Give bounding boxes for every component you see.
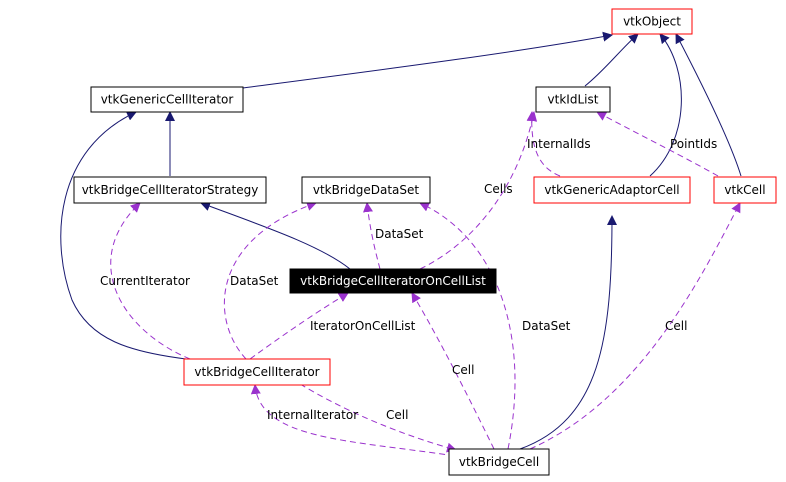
edge-bridge-cell-cell-right xyxy=(529,202,741,450)
class-label: vtkBridgeCellIterator xyxy=(194,365,319,379)
edge-id-list-to-vtk-object xyxy=(584,33,639,87)
edge-label-data-set-right: DataSet xyxy=(522,319,571,333)
class-node-vtk-cell[interactable]: vtkCell xyxy=(713,176,777,204)
edge-on-cell-list-to-strategy xyxy=(200,201,351,270)
edge-bridge-cell-data-set xyxy=(419,202,516,450)
class-label: vtkCell xyxy=(724,183,765,197)
inheritance-edges xyxy=(60,31,742,450)
edge-bridge-cell-iterator-to-generic-cell-iterator xyxy=(60,111,187,360)
edge-label-iterator-on-cell-list: IteratorOnCellList xyxy=(310,319,416,333)
edge-on-cell-list-data-set xyxy=(363,202,381,270)
edge-bridge-cell-to-generic-adaptor-cell xyxy=(519,215,617,450)
edge-label-point-ids: PointIds xyxy=(670,137,717,151)
class-label: vtkBridgeCell xyxy=(459,455,539,469)
class-node-vtk-bridge-cell-iterator-on-cell-list[interactable]: vtkBridgeCellIteratorOnCellList xyxy=(289,268,497,294)
class-node-vtk-generic-cell-iterator[interactable]: vtkGenericCellIterator xyxy=(90,86,244,113)
edge-generic-adaptor-cell-to-vtk-object xyxy=(649,33,682,177)
edge-iterator-on-cell-list xyxy=(249,292,349,360)
edge-cells xyxy=(419,111,538,270)
edge-bridge-cell-iterator-data-set xyxy=(223,201,317,360)
edge-internal-iterator xyxy=(250,384,456,457)
class-node-vtk-generic-adaptor-cell[interactable]: vtkGenericAdaptorCell xyxy=(533,176,691,204)
edge-label-cell-lower: Cell xyxy=(386,408,408,422)
edge-label-cell-middle: Cell xyxy=(452,363,474,377)
class-node-vtk-bridge-data-set[interactable]: vtkBridgeDataSet xyxy=(301,176,431,204)
class-label: vtkBridgeCellIteratorOnCellList xyxy=(300,274,486,288)
class-label: vtkGenericAdaptorCell xyxy=(544,183,679,197)
class-node-vtk-id-list[interactable]: vtkIdList xyxy=(535,86,611,113)
edge-vtk-cell-to-vtk-object xyxy=(675,33,742,177)
class-label: vtkIdList xyxy=(548,93,599,107)
edge-label-current-iterator: CurrentIterator xyxy=(100,274,190,288)
class-node-vtk-bridge-cell-iterator-strategy[interactable]: vtkBridgeCellIteratorStrategy xyxy=(73,176,267,204)
edge-label-data-set-left: DataSet xyxy=(230,274,279,288)
class-label: vtkGenericCellIterator xyxy=(101,93,234,107)
edge-current-iterator xyxy=(110,202,191,360)
edge-generic-cell-iterator-to-vtk-object xyxy=(242,31,613,89)
class-node-vtk-bridge-cell-iterator[interactable]: vtkBridgeCellIterator xyxy=(183,358,331,386)
class-label: vtkBridgeDataSet xyxy=(313,183,420,197)
edge-label-internal-iterator: InternalIterator xyxy=(267,408,358,422)
edge-bridge-cell-iterator-cell xyxy=(299,383,457,453)
edge-label-internal-ids: InternalIds xyxy=(527,137,591,151)
edge-labels: InternalIds PointIds Cells DataSet Curre… xyxy=(100,137,717,422)
usage-edges xyxy=(110,111,741,457)
edge-bridge-cell-cell-middle xyxy=(411,292,495,450)
edge-label-cells: Cells xyxy=(484,182,513,196)
edge-label-data-set-upper: DataSet xyxy=(375,227,424,241)
class-node-vtk-object[interactable]: vtkObject xyxy=(611,8,693,35)
class-node-vtk-bridge-cell[interactable]: vtkBridgeCell xyxy=(448,448,550,476)
edge-point-ids xyxy=(596,111,719,177)
class-label: vtkBridgeCellIteratorStrategy xyxy=(82,183,259,197)
class-label: vtkObject xyxy=(623,15,681,29)
edge-label-cell-right: Cell xyxy=(665,319,687,333)
